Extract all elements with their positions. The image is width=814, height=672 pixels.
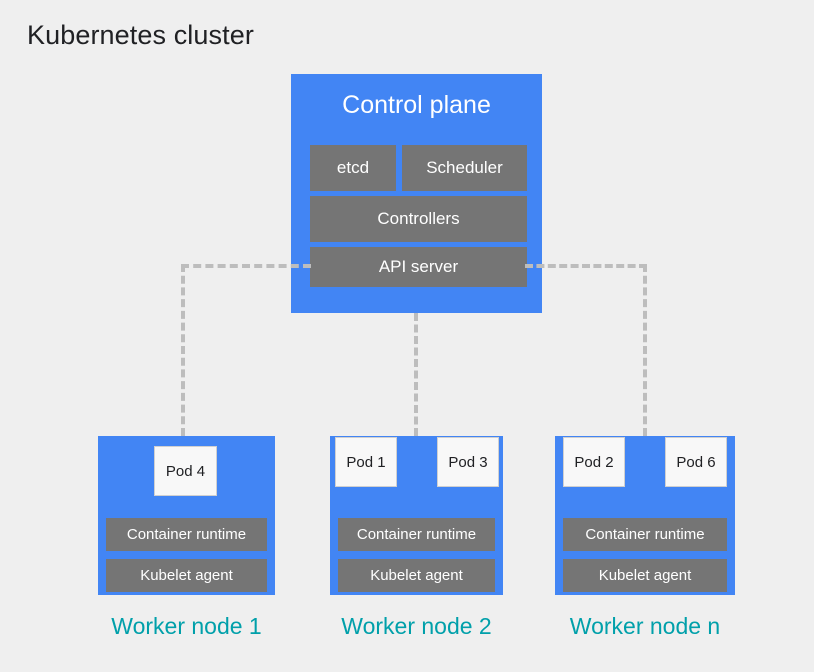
- worker-node-2-pod-1: Pod 1: [335, 437, 397, 487]
- worker-node-1-kubelet-agent: Kubelet agent: [106, 559, 267, 592]
- worker-node-2-label: Worker node 2: [341, 613, 492, 639]
- connector-api-server-to-worker-node-1-horizontal: [181, 264, 311, 268]
- connector-control-plane-to-worker-node-2-vertical: [414, 313, 418, 436]
- control-plane-component-controllers: Controllers: [310, 196, 527, 242]
- worker-node-2-pod-3: Pod 3: [437, 437, 499, 487]
- control-plane-component-api-server: API server: [310, 247, 527, 287]
- worker-node-1-container-runtime: Container runtime: [106, 518, 267, 551]
- connector-api-server-to-worker-node-n-vertical: [643, 264, 647, 436]
- control-plane-component-scheduler: Scheduler: [402, 145, 527, 191]
- worker-node-1-label: Worker node 1: [111, 613, 262, 639]
- worker-node-n-label: Worker node n: [569, 613, 721, 639]
- connector-api-server-to-worker-node-n-horizontal: [525, 264, 647, 268]
- worker-node-n-box: Pod 2 Pod 6 Container runtime Kubelet ag…: [555, 436, 735, 595]
- worker-node-2-kubelet-agent: Kubelet agent: [338, 559, 495, 592]
- worker-node-n-pod-6: Pod 6: [665, 437, 727, 487]
- control-plane-component-etcd: etcd: [310, 145, 396, 191]
- connector-api-server-to-worker-node-1-vertical: [181, 264, 185, 436]
- worker-node-1-box: Pod 4 Container runtime Kubelet agent: [98, 436, 275, 595]
- control-plane-title: Control plane: [342, 91, 491, 119]
- page-title: Kubernetes cluster: [27, 20, 254, 50]
- worker-node-n-pod-2: Pod 2: [563, 437, 625, 487]
- worker-node-2-box: Pod 1 Pod 3 Container runtime Kubelet ag…: [330, 436, 503, 595]
- control-plane-box: Control plane etcd Scheduler Controllers…: [291, 74, 542, 313]
- worker-node-n-container-runtime: Container runtime: [563, 518, 727, 551]
- worker-node-2-container-runtime: Container runtime: [338, 518, 495, 551]
- worker-node-n-kubelet-agent: Kubelet agent: [563, 559, 727, 592]
- worker-node-1-pod-4: Pod 4: [154, 446, 217, 496]
